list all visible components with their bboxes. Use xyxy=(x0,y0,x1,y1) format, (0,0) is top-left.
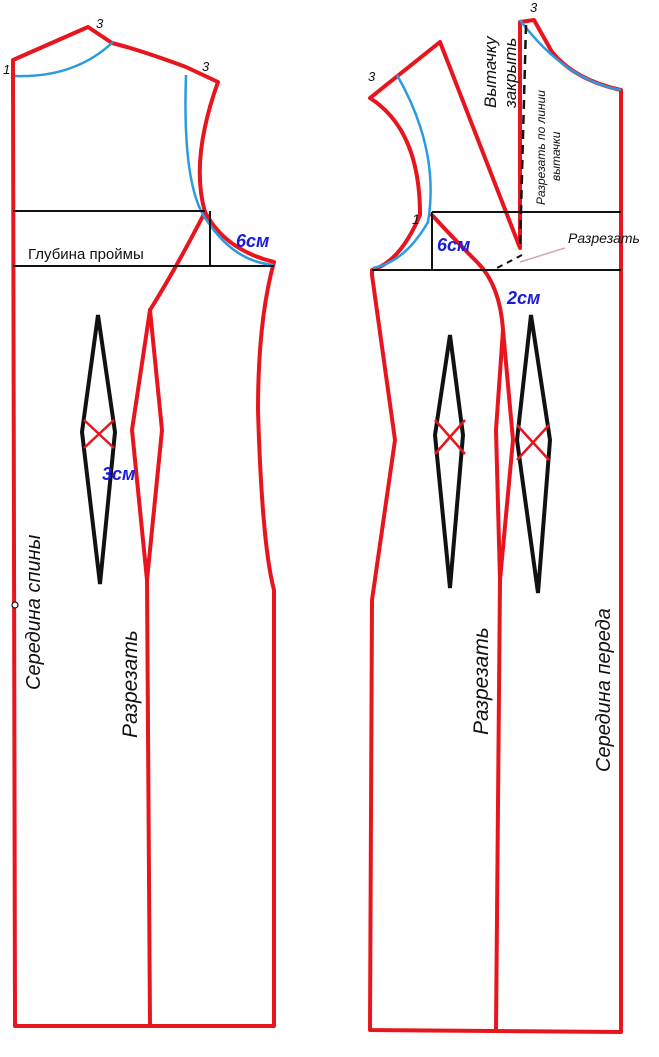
back-outline xyxy=(11,25,276,1028)
back-3cm-label: 3см xyxy=(102,464,135,484)
front-armhole xyxy=(372,74,432,270)
cut-along-dart-label: Разрезать по линиивытачки xyxy=(534,90,563,205)
front-neckline xyxy=(519,19,622,92)
point-3-front-shoulder: 3 xyxy=(368,69,376,84)
cut-pointer-line xyxy=(519,247,566,263)
back-armhole xyxy=(184,74,275,267)
front-side-seam xyxy=(430,213,505,1032)
back-side-seam xyxy=(145,210,207,1028)
armhole-depth-label: Глубина проймы xyxy=(28,246,144,263)
dart-tip-dashed xyxy=(496,254,523,269)
dart-cut-dashed-line xyxy=(518,24,528,249)
point-3-back-neck: 3 xyxy=(96,16,104,31)
close-dart-label: Вытачкузакрыть xyxy=(481,35,520,109)
back-neckline xyxy=(14,41,114,78)
back-center-point xyxy=(11,601,19,609)
front-center-label: Середина переда xyxy=(593,608,615,772)
front-side-panel xyxy=(498,328,515,582)
back-center-label: Середина спины xyxy=(23,534,45,690)
point-3-front-neck: 3 xyxy=(530,0,538,15)
front-cut-armhole-label: Разрезать xyxy=(568,230,640,246)
front-waist-dart-right xyxy=(514,314,553,594)
front-6cm-label: 6см xyxy=(437,235,470,255)
back-waist-dart xyxy=(79,314,118,585)
back-cut-label: Разрезать xyxy=(119,630,142,738)
front-waist-dart-left xyxy=(432,334,466,589)
back-6cm-label: 6см xyxy=(236,231,269,251)
front-2cm-label: 2см xyxy=(506,288,540,308)
point-1-back: 1 xyxy=(3,62,10,77)
back-dart-cross xyxy=(83,419,115,449)
point-3-back-shoulder: 3 xyxy=(202,59,210,74)
back-piece xyxy=(11,25,276,1028)
point-1-front: 1 xyxy=(412,211,420,227)
front-dart-right-cross xyxy=(516,424,550,461)
front-cut-label: Разрезать xyxy=(470,627,493,735)
front-dart-left-cross xyxy=(434,419,466,455)
back-side-panel xyxy=(130,308,152,582)
front-piece xyxy=(368,18,623,1034)
